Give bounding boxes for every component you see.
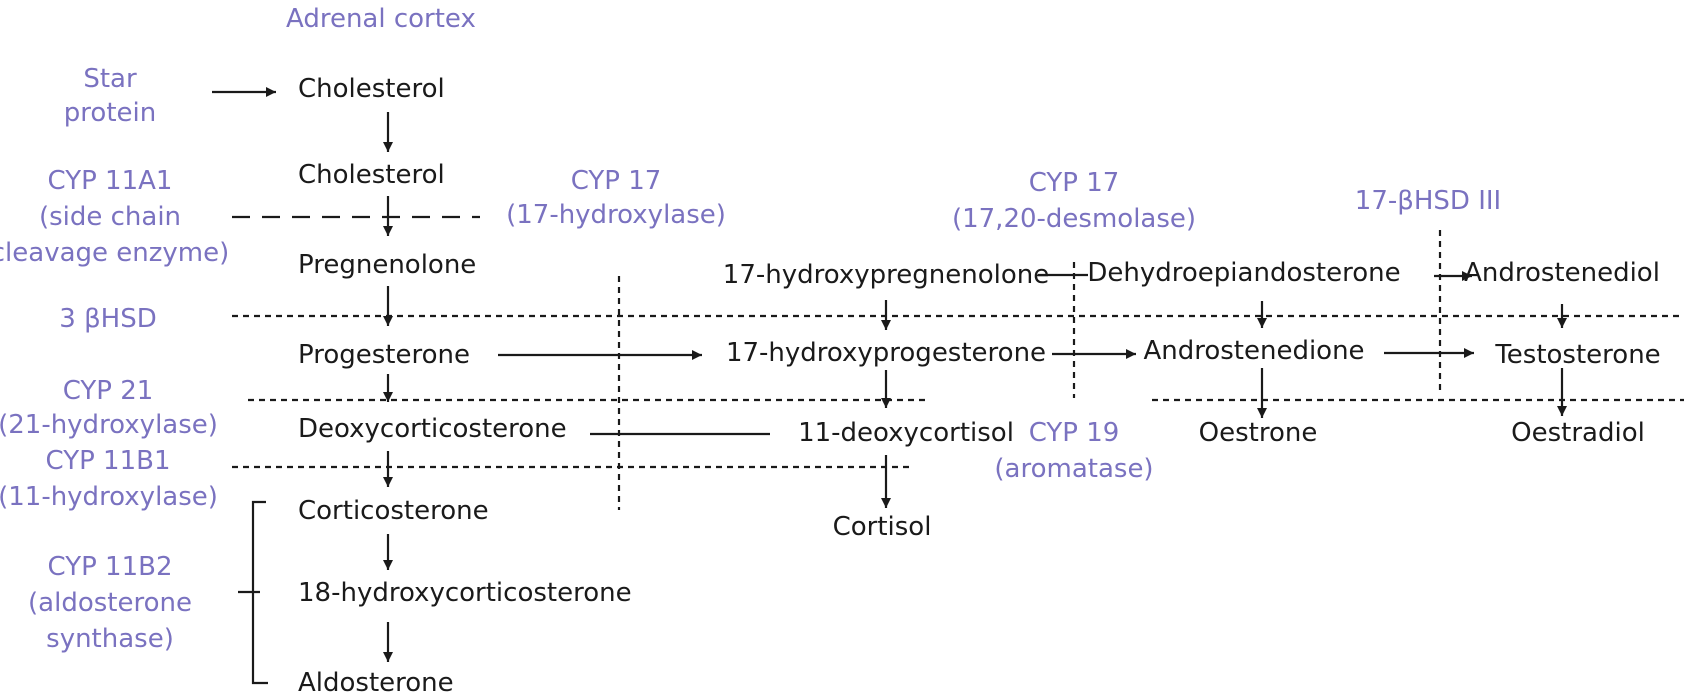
cyp11a1-label-line1: CYP 11A1 [47,166,173,196]
molecule-pregnenolone: Pregnenolone [298,250,477,280]
molecule-11-deoxycortisol: 11-deoxycortisol [798,418,1014,448]
cyp17-desmolase-label-line2: (17,20-desmolase) [951,204,1197,234]
cyp21-label-line1: CYP 21 [62,376,154,406]
cyp17-hydroxylase-label-line2: (17-hydroxylase) [506,200,726,230]
adrenal-cortex-title: Adrenal cortex [286,4,476,34]
molecule-17-hydroxypregnenolone: 17-hydroxypregnenolone [722,260,1050,290]
hsd17b3-label: 17-βHSD III [1354,186,1502,216]
cyp19-label-line2: (aromatase) [994,454,1154,484]
molecule-dehydroepiandosterone: Dehydroepiandosterone [1087,258,1401,288]
molecule-oestradiol: Oestradiol [1511,418,1645,448]
molecule-testosterone: Testosterone [1495,340,1661,370]
molecule-aldosterone: Aldosterone [298,668,454,698]
molecule-oestrone: Oestrone [1198,418,1318,448]
cyp17-desmolase-label-line1: CYP 17 [1028,168,1120,198]
cyp11b1-label-line1: CYP 11B1 [45,446,171,476]
cyp19-label-line1: CYP 19 [1028,418,1120,448]
molecule-cholesterol-mitochondrial: Cholesterol [298,160,445,190]
cyp21-label-line2: (21-hydroxylase) [0,410,218,440]
molecule-corticosterone: Corticosterone [298,496,489,526]
molecule-androstenedione: Androstenedione [1143,336,1365,366]
cyp11a1-label-line2: (side chain [38,202,182,232]
cyp11b2-label-line2: (aldosterone [28,588,192,618]
molecule-17-hydroxyprogesterone: 17-hydroxyprogesterone [725,338,1047,368]
molecule-progesterone: Progesterone [298,340,470,370]
star-protein-label-line1: Star [83,64,137,94]
molecule-androstenediol: Androstenediol [1464,258,1660,288]
cyp11b2-label-line3: synthase) [46,624,174,654]
hsd3b-label: 3 βHSD [59,304,157,334]
molecule-deoxycorticosterone: Deoxycorticosterone [298,414,567,444]
molecule-cortisol: Cortisol [832,512,932,542]
cyp17-hydroxylase-label-line1: CYP 17 [570,166,662,196]
cyp11b1-label-line2: (11-hydroxylase) [0,482,218,512]
star-protein-label-line2: protein [63,98,157,128]
cyp11b2-label-line1: CYP 11B2 [47,552,173,582]
molecule-18-hydroxycorticosterone: 18-hydroxycorticosterone [298,578,632,608]
cyp11a1-label-line3: cleavage enzyme) [0,238,230,268]
molecule-cholesterol: Cholesterol [298,74,445,104]
